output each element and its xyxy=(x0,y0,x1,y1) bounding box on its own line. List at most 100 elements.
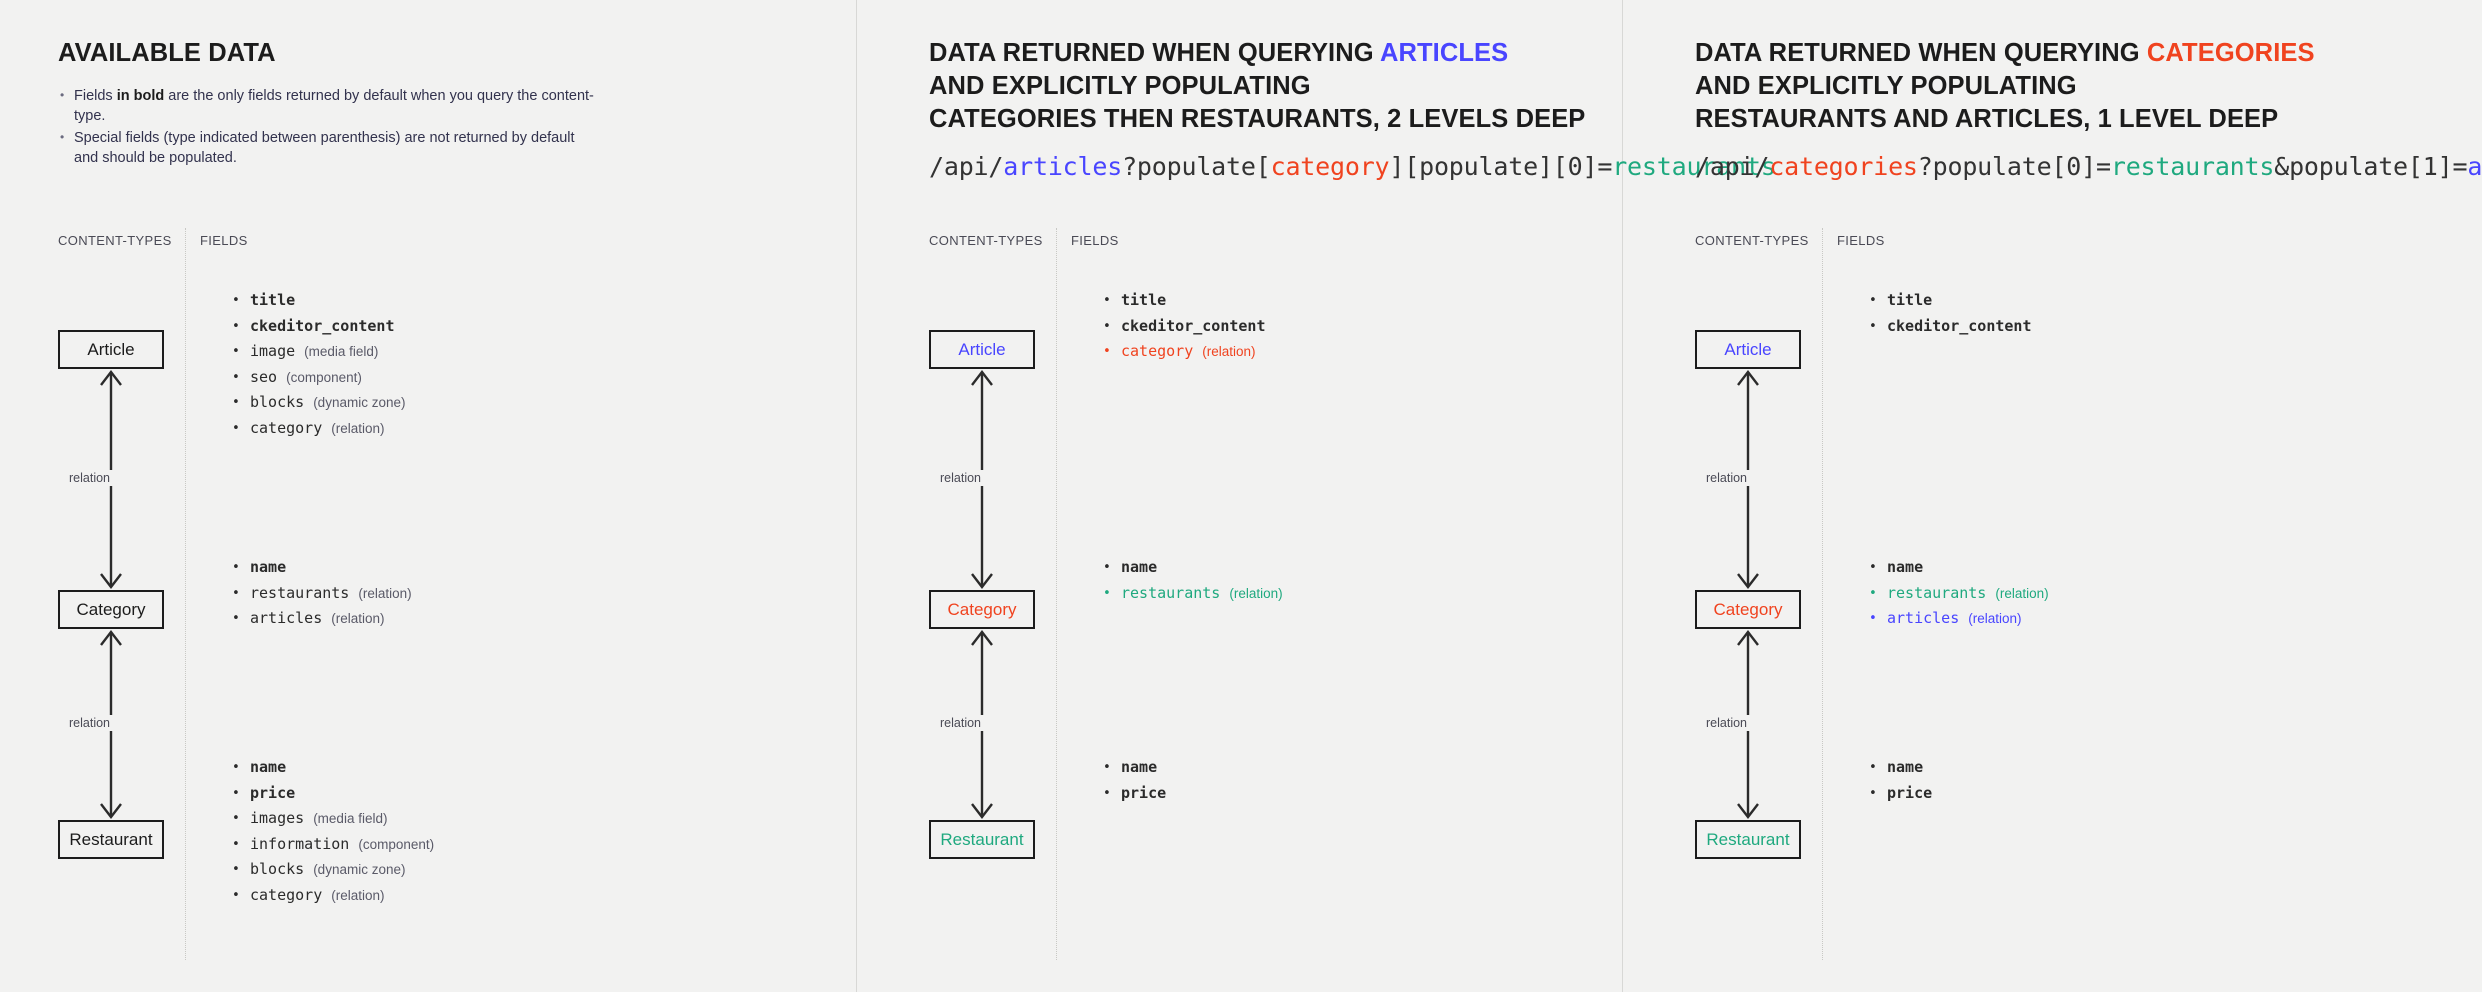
relation-label: relation xyxy=(936,714,985,731)
field-row: price xyxy=(228,781,434,807)
field-list-article: titleckeditor_content xyxy=(1865,288,2032,339)
field-name: name xyxy=(1887,758,1924,776)
relation-label: relation xyxy=(1702,469,1751,486)
field-type: (dynamic zone) xyxy=(313,862,406,877)
field-type: (relation) xyxy=(1202,344,1256,359)
note-emphasis: in bold xyxy=(116,88,165,104)
dotted-divider xyxy=(1056,228,1058,960)
dotted-divider xyxy=(1822,228,1824,960)
heading-text: AND EXPLICITLY POPULATING xyxy=(1695,72,2077,100)
field-type: (relation) xyxy=(331,887,385,903)
api-url-segment: &populate[1]= xyxy=(2274,152,2468,181)
content-type-label: Article xyxy=(958,339,1006,359)
field-name: title xyxy=(250,291,296,309)
note-item: and should be populated. xyxy=(74,150,237,166)
heading-text: DATA RETURNED WHEN QUERYING xyxy=(929,39,1380,67)
field-list-restaurant: nameprice xyxy=(1099,755,1166,806)
heading-line: RESTAURANTS AND ARTICLES, 1 LEVEL DEEP xyxy=(1695,103,2315,136)
heading-line: AVAILABLE DATA xyxy=(58,37,276,70)
heading-text: RESTAURANTS AND ARTICLES, 1 LEVEL DEEP xyxy=(1695,105,2279,133)
content-type-box-category[interactable]: Category xyxy=(1695,590,1801,629)
field-type: (dynamic zone) xyxy=(313,395,406,410)
field-row: name xyxy=(1865,555,2049,581)
field-type: (component) xyxy=(358,836,435,852)
api-url-segment: /api/ xyxy=(929,152,1004,181)
field-name: articles xyxy=(250,609,323,627)
relation-label: relation xyxy=(936,469,985,486)
panel-available-data: AVAILABLE DATA Fields in bold are the on… xyxy=(0,0,856,992)
field-name: category xyxy=(1121,342,1194,360)
field-list-article: title ckeditor_contentimage (media field) s… xyxy=(228,288,405,441)
api-url-segment: restaurants xyxy=(1612,152,1776,181)
content-type-box-article[interactable]: Article xyxy=(58,330,164,369)
field-name: blocks xyxy=(250,393,305,411)
heading-text: AND EXPLICITLY POPULATING xyxy=(929,72,1311,100)
field-row: ckeditor_content xyxy=(228,314,405,340)
field-type: (media field) xyxy=(313,811,388,826)
content-type-box-restaurant[interactable]: Restaurant xyxy=(58,820,164,859)
api-url-segment: ?populate[0]= xyxy=(1917,152,2111,181)
panel-notes: Fields in bold are the only fields retur… xyxy=(58,85,618,170)
heading-text: CATEGORIES THEN RESTAURANTS, 2 LEVELS DE… xyxy=(929,105,1586,133)
content-type-label: Restaurant xyxy=(940,829,1024,849)
content-type-box-category[interactable]: Category xyxy=(58,590,164,629)
content-type-label: Category xyxy=(1713,599,1783,619)
field-row: title xyxy=(1865,288,2032,314)
content-type-box-article[interactable]: Article xyxy=(929,330,1035,369)
api-url-segment: articles xyxy=(1003,152,1123,181)
content-type-box-restaurant[interactable]: Restaurant xyxy=(929,820,1035,859)
field-row: name xyxy=(1865,755,1932,781)
field-name: price xyxy=(1887,783,1933,802)
field-name: category xyxy=(250,885,323,904)
content-type-box-restaurant[interactable]: Restaurant xyxy=(1695,820,1801,859)
relation-label: relation xyxy=(65,469,114,486)
field-row: seo (component) xyxy=(228,365,405,391)
field-name: restaurants xyxy=(250,583,350,602)
content-type-box-category[interactable]: Category xyxy=(929,590,1035,629)
field-type: (component) xyxy=(286,369,362,385)
field-name: images xyxy=(250,809,305,827)
field-row: articles (relation) xyxy=(228,606,412,632)
heading-accent: CATEGORIES xyxy=(2146,39,2315,67)
col-label-content-types: CONTENT-TYPES xyxy=(1695,233,1809,248)
field-row: restaurants(relation) xyxy=(1099,581,1283,607)
field-type: (relation) xyxy=(1995,585,2049,601)
field-name: price xyxy=(250,783,296,802)
field-row: category (relation) xyxy=(1099,339,1266,365)
content-type-label: Restaurant xyxy=(1706,829,1790,849)
field-row: price xyxy=(1099,781,1166,807)
relation-label: relation xyxy=(65,714,114,731)
note-item: Fields in bold are the only fields retur… xyxy=(58,85,618,126)
field-name: title xyxy=(1121,291,1167,309)
heading-line: DATA RETURNED WHEN QUERYING CATEGORIES xyxy=(1695,37,2315,70)
note-item: Special fields (type indicated between p… xyxy=(58,127,618,148)
col-label-fields: FIELDS xyxy=(1837,233,1885,248)
field-row: images (media field) xyxy=(228,806,434,832)
field-row: articles(relation) xyxy=(1865,606,2049,632)
field-row: name xyxy=(1099,755,1166,781)
api-url-segment: /api/ xyxy=(1695,152,1770,181)
field-type: (relation) xyxy=(358,585,412,601)
content-type-label: Article xyxy=(87,339,135,359)
field-name: name xyxy=(250,758,287,776)
api-url-segment: ][populate][0]= xyxy=(1389,152,1613,181)
field-row: price xyxy=(1865,781,1932,807)
field-row: category(relation) xyxy=(228,416,405,442)
api-url-segment: restaurants xyxy=(2110,152,2275,181)
field-name: information xyxy=(250,834,350,853)
field-list-category: name restaurants(relation) xyxy=(1099,555,1283,606)
field-type: (relation) xyxy=(331,611,385,626)
api-url-segment: category xyxy=(1270,152,1390,181)
field-name: name xyxy=(1121,558,1158,576)
content-type-box-article[interactable]: Article xyxy=(1695,330,1801,369)
field-name: image xyxy=(250,342,296,360)
col-label-content-types: CONTENT-TYPES xyxy=(929,233,1043,248)
panel-heading: AVAILABLE DATA xyxy=(58,37,276,70)
panel-separator-1 xyxy=(856,0,857,992)
field-type: (relation) xyxy=(331,420,385,436)
field-row: name xyxy=(228,755,434,781)
field-type: (media field) xyxy=(304,344,379,359)
field-name: seo xyxy=(250,367,278,386)
panel-separator-2 xyxy=(1622,0,1623,992)
